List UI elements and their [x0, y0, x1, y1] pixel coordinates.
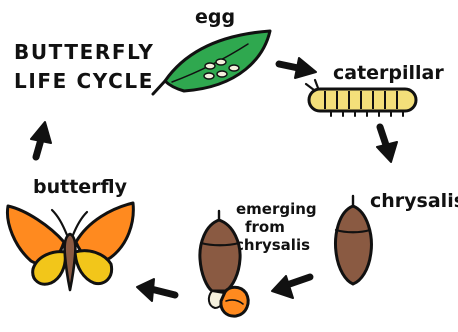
leaf-with-eggs-illustration: [153, 31, 270, 94]
arrow-butterfly-to-title: [31, 122, 51, 157]
emerging-stage: emerging from chrysalis: [200, 200, 317, 316]
emerging-label-line-3: chrysalis: [235, 236, 310, 254]
egg-dot-2: [216, 59, 226, 65]
butterfly-body: [65, 234, 76, 290]
egg-label: egg: [195, 6, 235, 28]
arrow-shaft: [151, 289, 175, 295]
arrowhead: [272, 276, 293, 298]
arrowhead: [31, 122, 51, 143]
arrow-emerging-to-butterfly: [137, 279, 175, 301]
adult-butterfly-illustration: [7, 203, 133, 290]
emerging-orange-wing: [221, 287, 248, 316]
caterpillar-label: caterpillar: [333, 62, 444, 84]
chrysalis-stage: chrysalis: [336, 190, 458, 284]
egg-dot-4: [217, 71, 227, 77]
emerging-label-line-1: emerging: [236, 200, 317, 218]
caterpillar-stage: caterpillar: [306, 62, 444, 116]
emerging-label-line-2: from: [245, 218, 285, 236]
egg-dot-5: [229, 65, 239, 71]
chrysalis-label: chrysalis: [370, 190, 458, 212]
title-line-2: LIFE CYCLE: [14, 69, 154, 93]
title-line-1: BUTTERFLY: [14, 40, 154, 64]
emerging-chrysalis-shell: [200, 220, 240, 291]
caterpillar-antenna: [315, 80, 318, 88]
emerging-butterfly-illustration: [200, 211, 248, 316]
leaf-stem: [153, 81, 165, 94]
egg-stage: egg: [153, 6, 270, 94]
diagram-title: BUTTERFLY LIFE CYCLE: [14, 40, 154, 93]
arrowhead: [377, 142, 397, 162]
chrysalis-body: [336, 206, 372, 284]
arrow-egg-to-caterpillar: [279, 58, 316, 78]
arrowhead: [295, 58, 316, 78]
arrow-chrysalis-to-emerging: [272, 276, 310, 298]
arrow-caterpillar-to-chrysalis: [377, 127, 397, 162]
caterpillar-illustration: [306, 80, 416, 116]
caterpillar-antenna: [306, 84, 314, 90]
egg-dot-1: [205, 63, 215, 69]
egg-dot-3: [204, 73, 214, 79]
butterfly-label: butterfly: [33, 176, 128, 198]
arrowhead: [137, 279, 154, 301]
butterfly-stage: butterfly: [7, 176, 133, 290]
chrysalis-illustration: [336, 196, 372, 284]
